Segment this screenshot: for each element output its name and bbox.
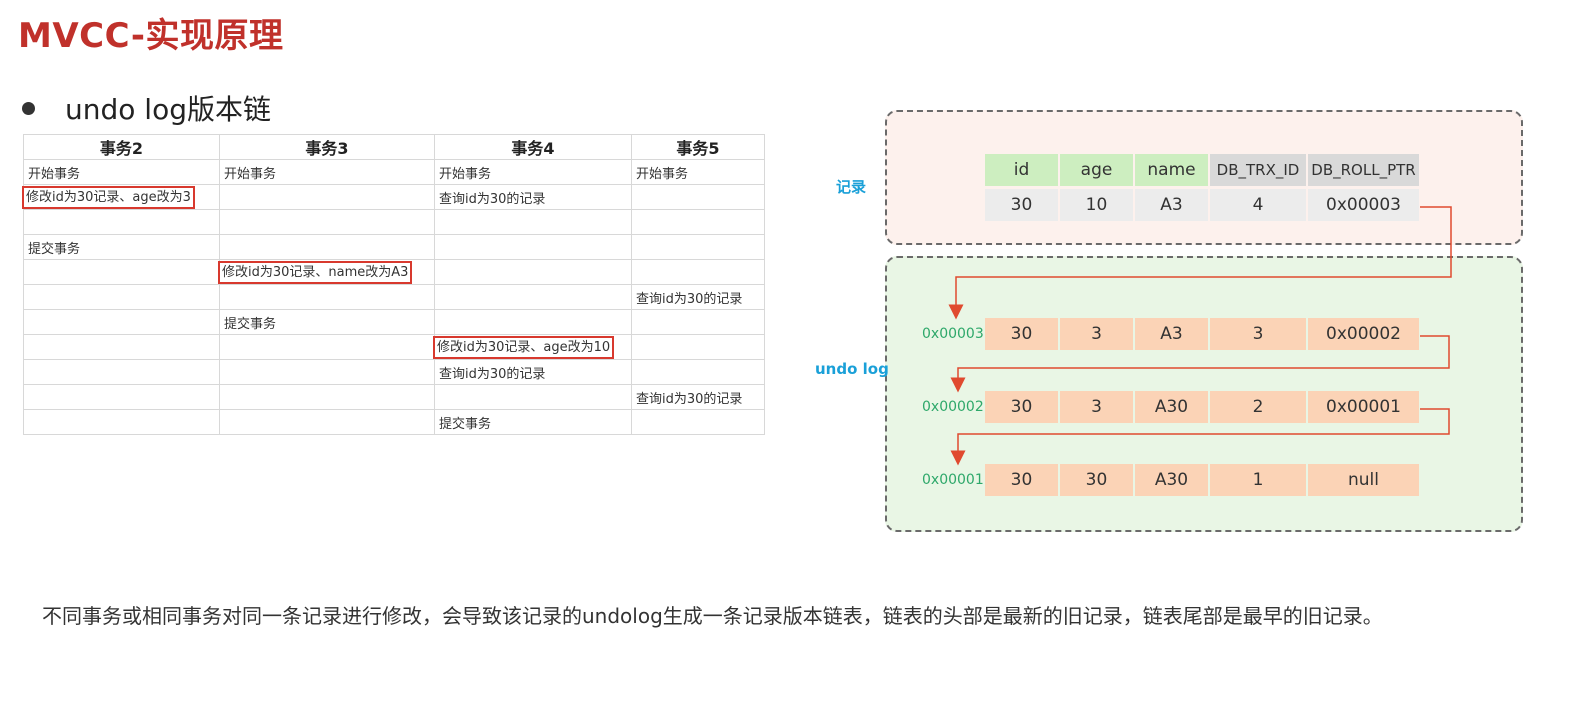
transaction-table: 事务2 事务3 事务4 事务5 开始事务 开始事务 开始事务 开始事务 修改id…	[22, 134, 765, 435]
column-header: 事务4	[434, 134, 632, 160]
table-cell	[219, 184, 435, 210]
column-header: 事务3	[219, 134, 435, 160]
record-cell: 10	[1060, 189, 1133, 221]
table-cell: 修改id为30记录、age改为10	[433, 334, 632, 360]
table-row: 修改id为30记录、age改为3 查询id为30的记录	[22, 184, 765, 210]
highlighted-cell: 修改id为30记录、age改为3	[22, 185, 195, 209]
undo-cell: 3	[1210, 318, 1306, 350]
column-header-roll-ptr: DB_ROLL_PTR	[1308, 154, 1419, 186]
table-cell	[434, 259, 632, 285]
table-row: 开始事务 开始事务 开始事务 开始事务	[23, 159, 765, 185]
table-cell: 开始事务	[219, 159, 435, 185]
column-header-name: name	[1135, 154, 1208, 186]
undo-cell: A30	[1135, 391, 1208, 423]
column-header-id: id	[985, 154, 1058, 186]
table-row: 提交事务	[23, 409, 765, 435]
undo-cell: 0x00001	[1308, 391, 1419, 423]
table-cell	[219, 284, 435, 310]
record-cell: A3	[1135, 189, 1208, 221]
record-cell: 30	[985, 189, 1058, 221]
undo-log-label: undo log	[815, 360, 889, 378]
table-cell: 修改id为30记录、name改为A3	[218, 259, 435, 285]
undo-cell: 3	[1060, 391, 1133, 423]
table-row	[23, 209, 765, 235]
column-header: 事务5	[631, 134, 765, 160]
table-cell: 查询id为30的记录	[434, 184, 632, 210]
table-row: 查询id为30的记录	[23, 384, 765, 410]
table-cell: 提交事务	[434, 409, 632, 435]
table-cell	[434, 209, 632, 235]
table-cell: 开始事务	[23, 159, 220, 185]
table-row: 查询id为30的记录	[23, 284, 765, 310]
undo-cell: 0x00002	[1308, 318, 1419, 350]
table-cell	[23, 359, 220, 385]
bullet-heading: undo log版本链	[22, 88, 271, 128]
bullet-text: undo log版本链	[65, 93, 271, 126]
table-cell	[219, 209, 435, 235]
table-row: 修改id为30记录、age改为10	[23, 334, 765, 360]
undo-cell: 30	[1060, 464, 1133, 496]
table-cell: 开始事务	[631, 159, 765, 185]
table-cell	[434, 384, 632, 410]
table-cell	[23, 309, 220, 335]
undo-cell: 1	[1210, 464, 1306, 496]
column-header-trx-id: DB_TRX_ID	[1210, 154, 1306, 186]
table-row: 修改id为30记录、name改为A3	[23, 259, 765, 285]
table-cell	[219, 234, 435, 260]
undo-cell: null	[1308, 464, 1419, 496]
record-cell: 0x00003	[1308, 189, 1419, 221]
table-cell	[631, 184, 765, 210]
table-cell	[434, 234, 632, 260]
page-title: MVCC-实现原理	[18, 16, 284, 56]
table-cell: 提交事务	[219, 309, 435, 335]
table-cell	[631, 209, 765, 235]
table-cell: 开始事务	[434, 159, 632, 185]
table-cell	[219, 409, 435, 435]
table-cell	[631, 234, 765, 260]
table-cell	[219, 384, 435, 410]
table-cell	[219, 359, 435, 385]
table-cell	[23, 259, 220, 285]
highlighted-cell: 修改id为30记录、name改为A3	[218, 260, 413, 284]
table-cell	[219, 334, 435, 360]
table-cell	[23, 409, 220, 435]
record-label: 记录	[836, 178, 867, 196]
table-cell	[434, 309, 632, 335]
bullet-dot-icon	[22, 101, 35, 115]
record-cell: 4	[1210, 189, 1306, 221]
table-cell	[631, 359, 765, 385]
column-header-age: age	[1060, 154, 1133, 186]
table-cell	[23, 384, 220, 410]
table-cell: 查询id为30的记录	[434, 359, 632, 385]
table-cell	[23, 334, 220, 360]
undo-address: 0x00002	[922, 399, 984, 415]
table-cell: 提交事务	[23, 234, 220, 260]
column-header: 事务2	[23, 134, 220, 160]
table-cell	[23, 284, 220, 310]
table-cell	[631, 334, 765, 360]
table-cell: 修改id为30记录、age改为3	[22, 184, 220, 210]
undo-cell: 2	[1210, 391, 1306, 423]
table-row: 提交事务	[23, 309, 765, 335]
table-cell: 查询id为30的记录	[631, 284, 765, 310]
table-header-row: 事务2 事务3 事务4 事务5	[23, 134, 765, 160]
undo-cell: 30	[985, 464, 1058, 496]
table-cell	[631, 409, 765, 435]
table-cell	[23, 209, 220, 235]
description-text: 不同事务或相同事务对同一条记录进行修改，会导致该记录的undolog生成一条记录…	[42, 604, 1383, 628]
undo-cell: 30	[985, 391, 1058, 423]
table-cell	[631, 259, 765, 285]
table-cell: 查询id为30的记录	[631, 384, 765, 410]
undo-address: 0x00003	[922, 326, 984, 342]
table-cell	[631, 309, 765, 335]
undo-cell: 30	[985, 318, 1058, 350]
undo-cell: 3	[1060, 318, 1133, 350]
table-cell	[434, 284, 632, 310]
undo-cell: A30	[1135, 464, 1208, 496]
undo-cell: A3	[1135, 318, 1208, 350]
undo-address: 0x00001	[922, 472, 984, 488]
table-row: 提交事务	[23, 234, 765, 260]
table-row: 查询id为30的记录	[23, 359, 765, 385]
highlighted-cell: 修改id为30记录、age改为10	[433, 335, 615, 359]
